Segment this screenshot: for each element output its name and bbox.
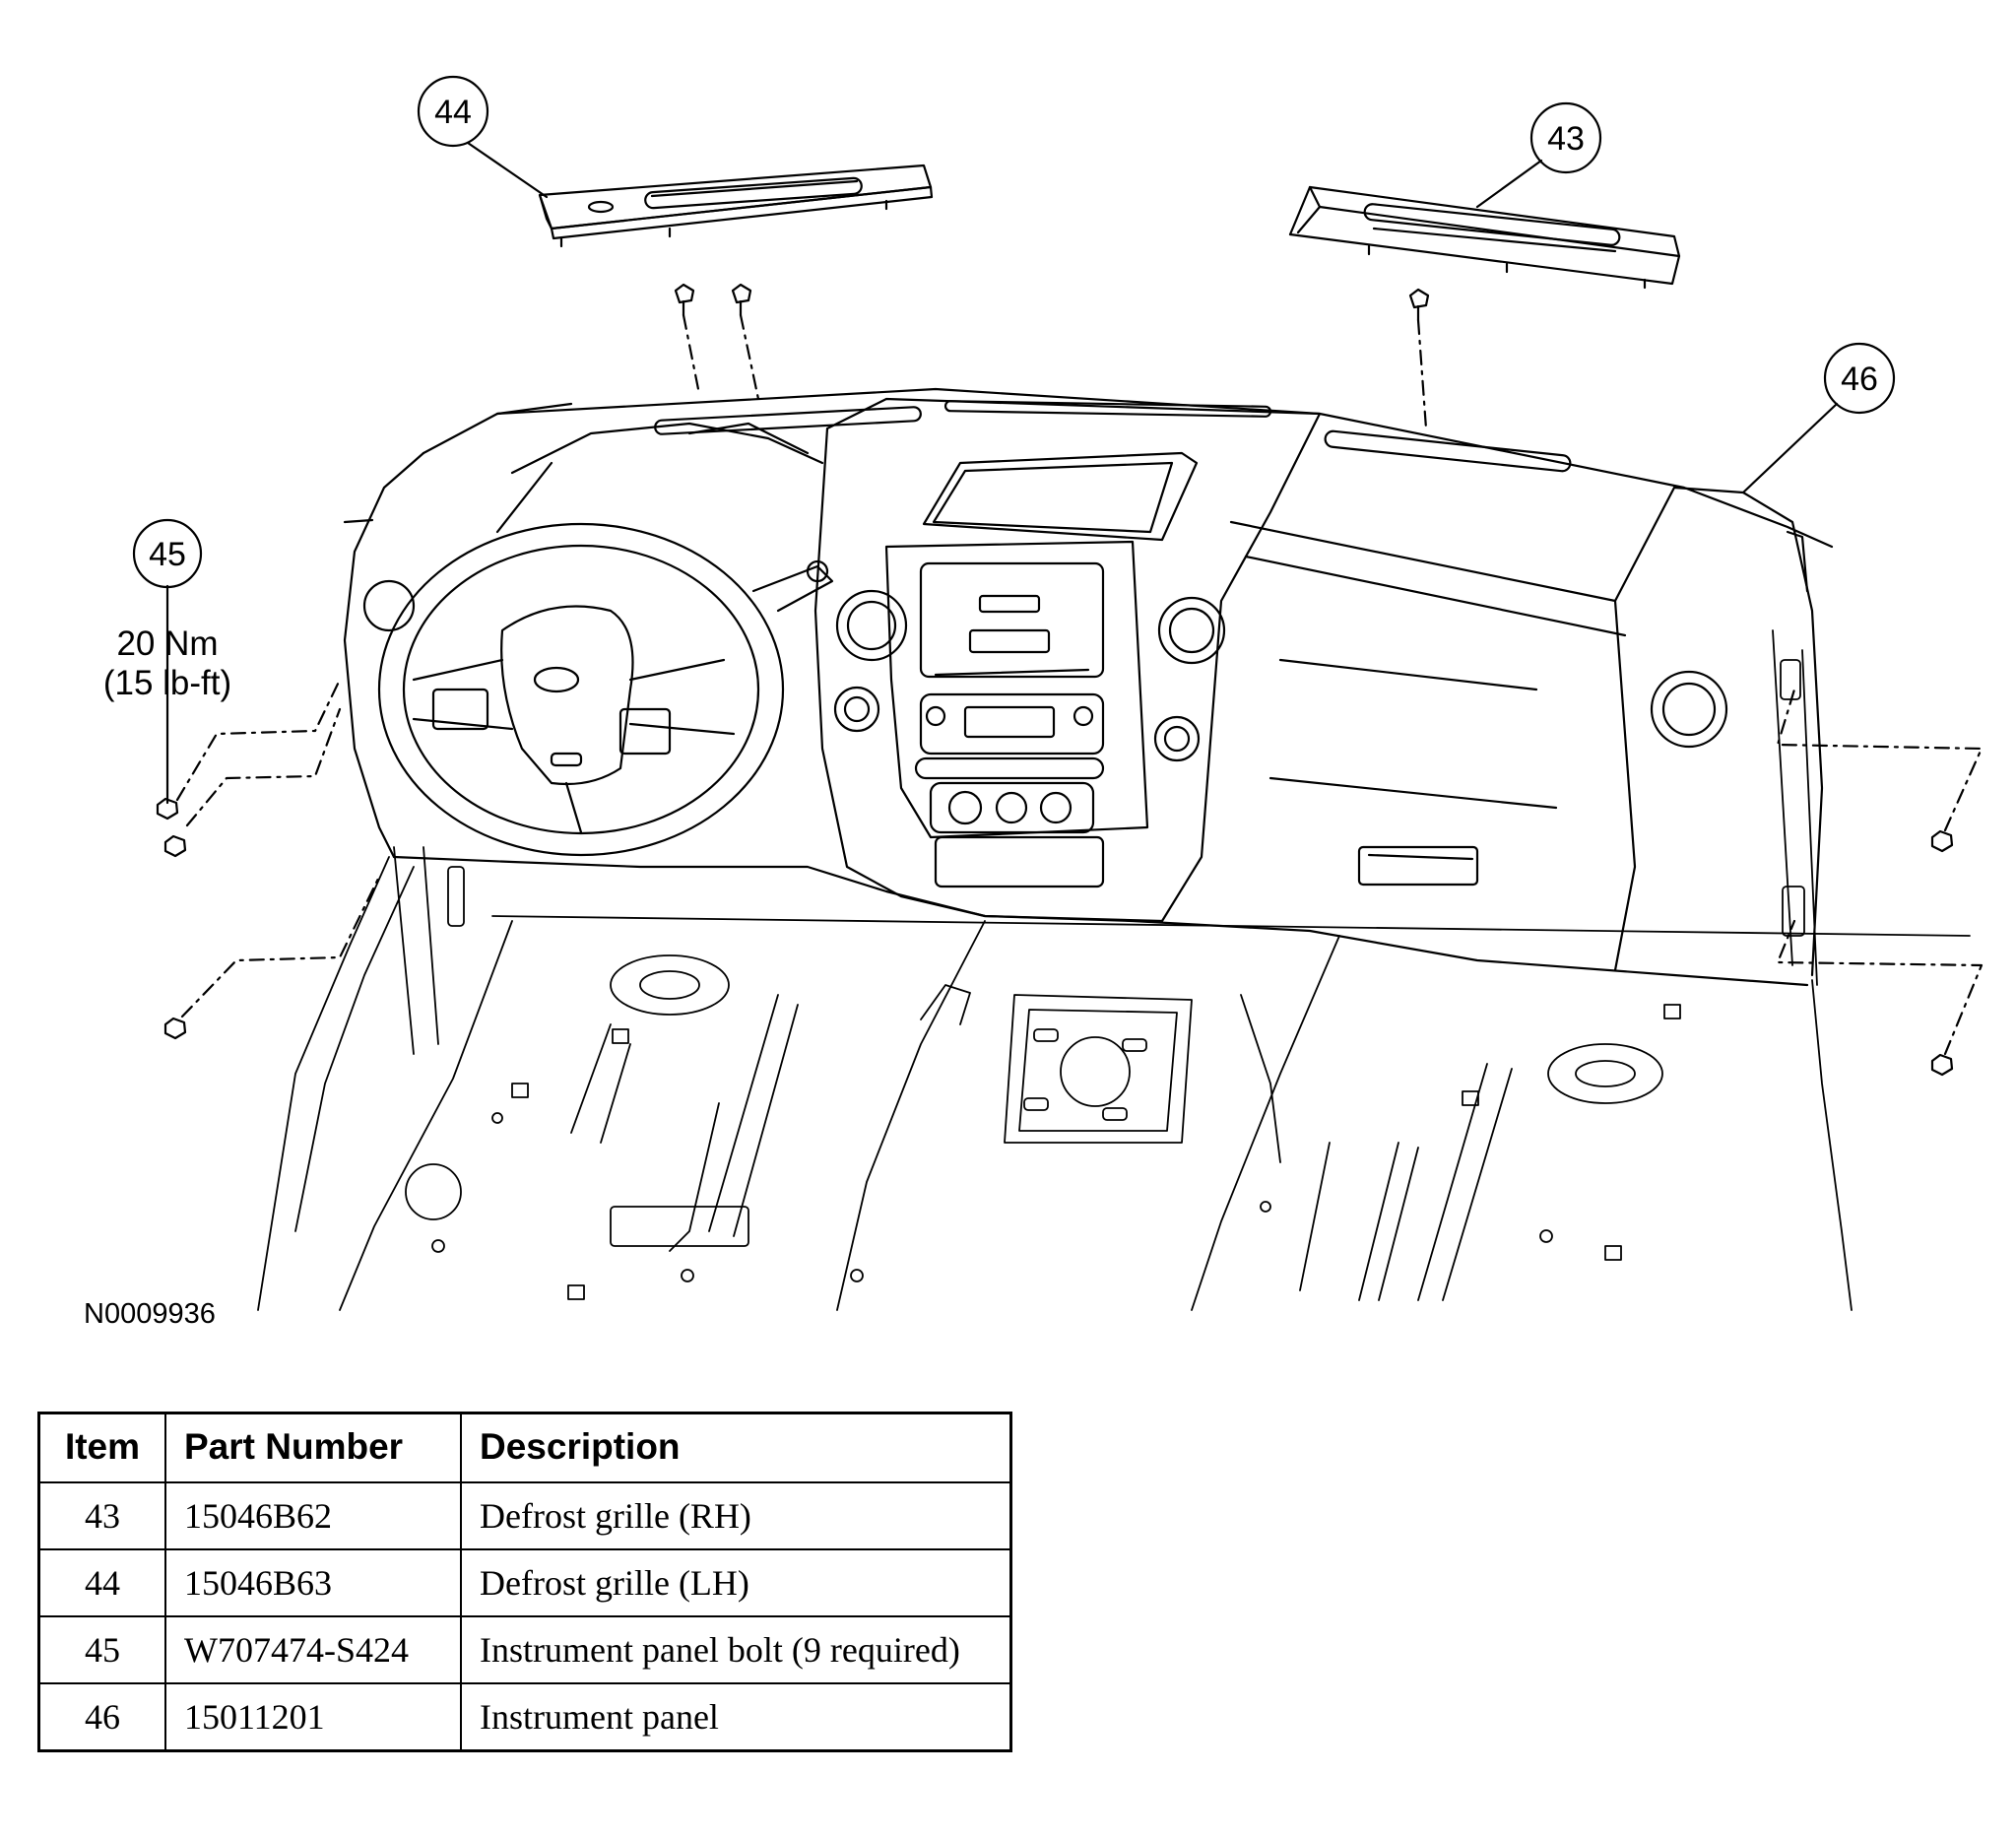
cell-part-number: 15011201 [164,1682,462,1752]
svg-text:43: 43 [1547,120,1585,158]
figure-id: N0009936 [84,1298,216,1330]
svg-text:45: 45 [149,536,186,573]
cell-item: 43 [37,1481,166,1550]
cell-part-number: 15046B62 [164,1481,462,1550]
instrument-panel-diagram: 44 43 [84,75,1983,1330]
table-row: 44 15046B63 Defrost grille (LH) [37,1548,1012,1617]
cell-part-number: 15046B63 [164,1548,462,1617]
torque-imperial: (15 lb-ft) [103,664,231,702]
cell-part-number: W707474-S424 [164,1615,462,1684]
cell-description: Instrument panel bolt (9 required) [460,1615,1012,1684]
torque-metric: 20 Nm [116,624,218,663]
torque-spec: 20 Nm (15 lb-ft) [103,624,231,702]
parts-table: Item Part Number Description 43 15046B62… [37,1412,1012,1752]
cell-item: 45 [37,1615,166,1684]
cell-item: 44 [37,1548,166,1617]
callout-45: 45 [132,518,203,589]
table-row: 43 15046B62 Defrost grille (RH) [37,1481,1012,1550]
cell-description: Instrument panel [460,1682,1012,1752]
cell-description: Defrost grille (LH) [460,1548,1012,1617]
table-row: 46 15011201 Instrument panel [37,1682,1012,1752]
callout-44: 44 [417,75,549,199]
header-description: Description [460,1412,1012,1483]
top-bolts [674,283,1430,430]
side-bolts-rh [1776,688,1983,1077]
callout-46: 46 [1741,342,1896,494]
side-bolts-lh [156,584,381,1040]
header-item: Item [37,1412,166,1483]
cell-item: 46 [37,1682,166,1752]
cell-description: Defrost grille (RH) [460,1481,1012,1550]
svg-text:46: 46 [1841,361,1878,398]
table-header-row: Item Part Number Description [37,1412,1012,1483]
callout-43: 43 [1475,101,1602,209]
defrost-grille-lh [538,164,934,248]
svg-text:44: 44 [434,94,472,131]
steering-wheel [377,522,834,857]
floor-pan [257,629,1971,1311]
instrument-panel-body [343,387,1834,987]
table-row: 45 W707474-S424 Instrument panel bolt (9… [37,1615,1012,1684]
header-part-number: Part Number [164,1412,462,1483]
defrost-grille-rh [1288,185,1681,290]
